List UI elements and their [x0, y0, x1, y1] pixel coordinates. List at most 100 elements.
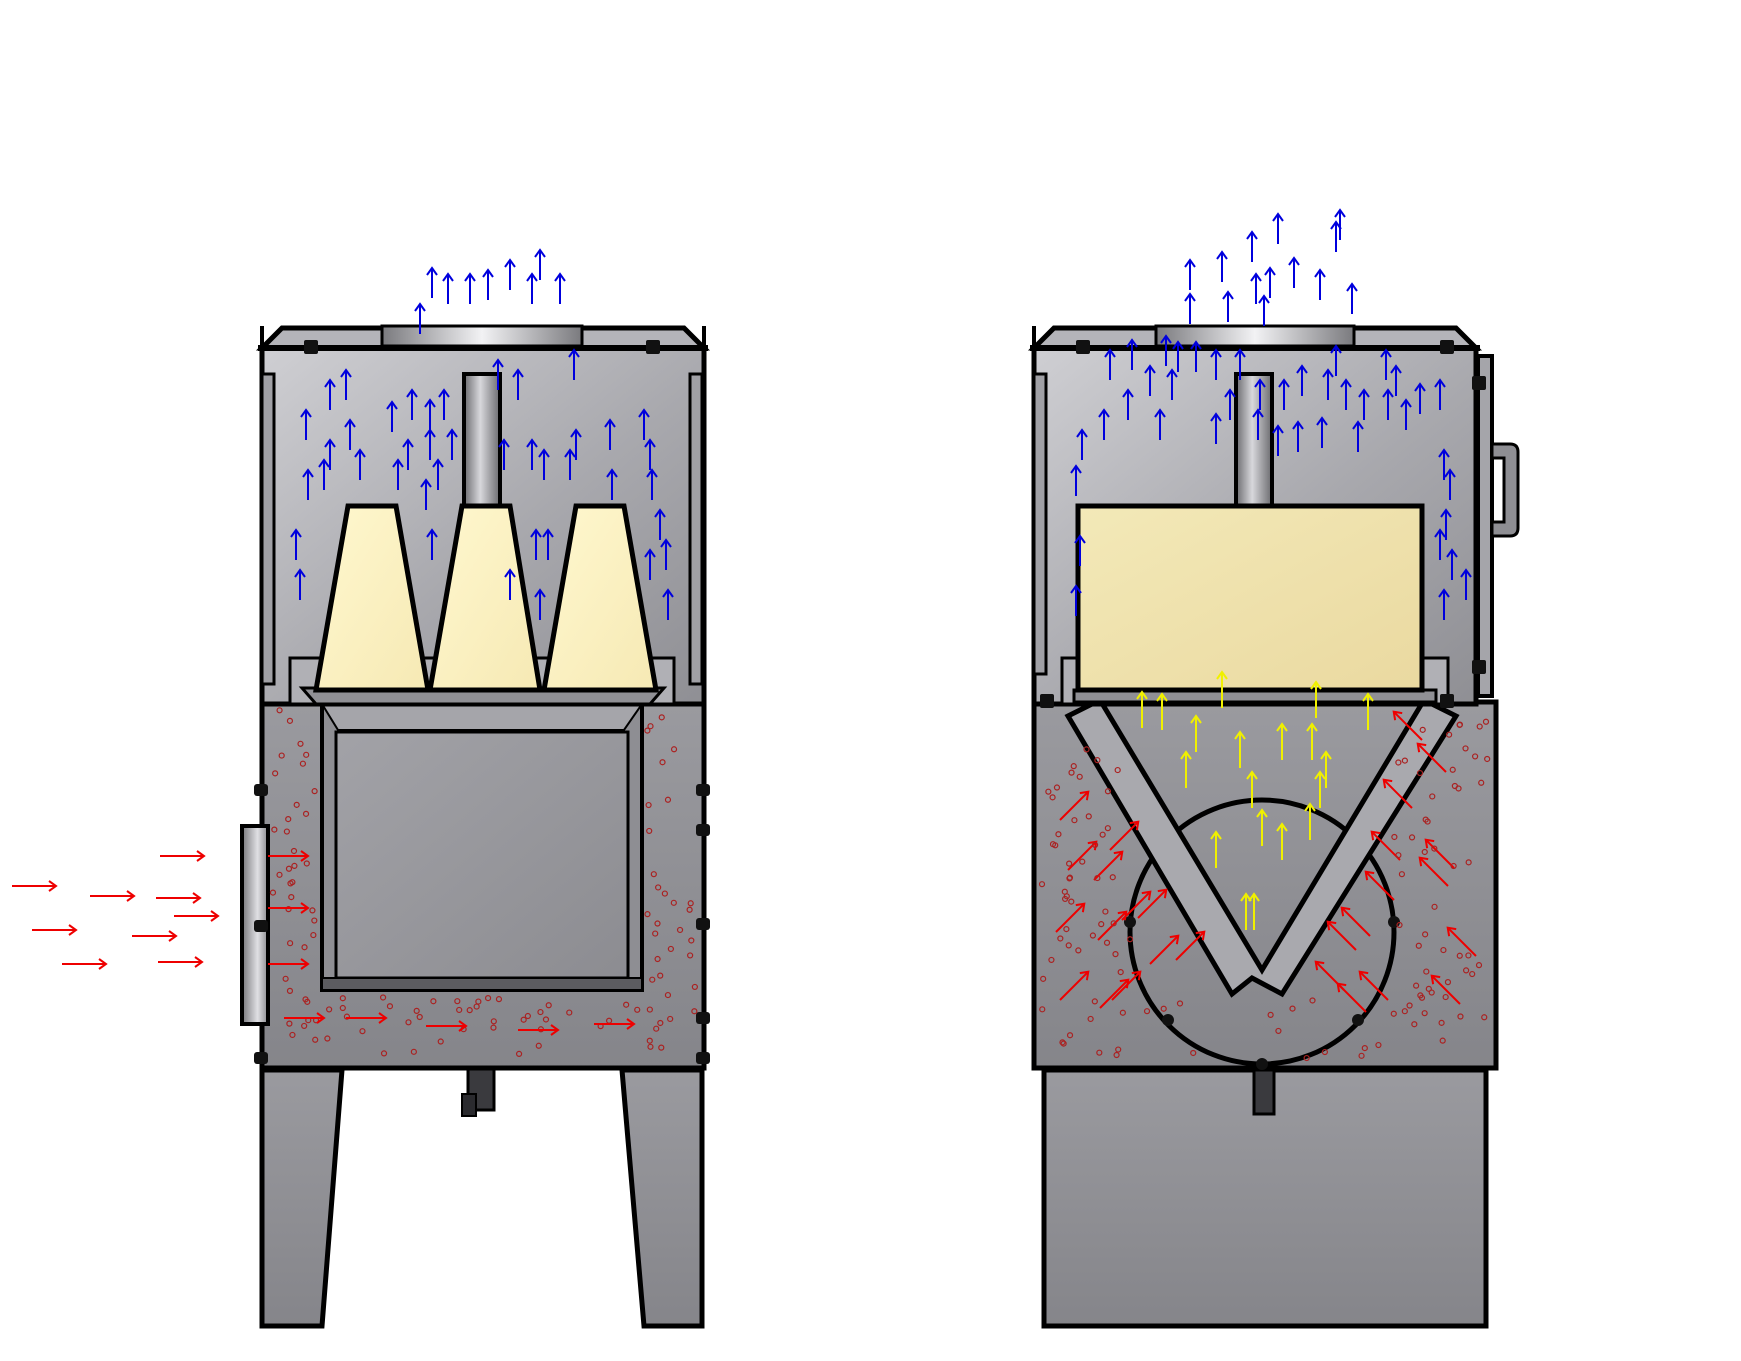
clean-air-arrow-icon [432, 458, 444, 490]
dust-particle-icon [301, 1022, 308, 1030]
left-leg [259, 1067, 345, 1329]
dust-particle-icon [343, 1013, 351, 1020]
clean-air-arrow-icon [402, 438, 414, 470]
dust-particle-icon [287, 880, 294, 887]
dirty-air-arrow-icon [426, 1020, 468, 1032]
dust-particle-icon [1066, 860, 1073, 867]
dust-particle-icon [1456, 952, 1463, 959]
dust-particle-icon [1071, 817, 1078, 824]
dust-particle-icon [1472, 753, 1479, 760]
dust-particle-icon [1275, 1027, 1282, 1035]
dirty-air-arrow-icon [174, 910, 220, 922]
dust-particle-icon [311, 917, 318, 924]
dust-particle-icon [647, 1043, 654, 1050]
clean-air-arrow-icon [1438, 588, 1450, 620]
dust-particle-icon [1176, 1000, 1184, 1007]
clean-air-arrow-icon [1440, 508, 1452, 540]
clean-air-arrow-icon [1390, 364, 1402, 396]
filtered-air-arrow-icon [1136, 690, 1148, 728]
dust-particle-icon [566, 1009, 573, 1016]
clean-air-arrow-icon [534, 588, 546, 620]
dust-particle-icon [659, 759, 666, 766]
dust-particle-icon [1482, 718, 1490, 725]
left-airflow-arrows [268, 248, 698, 1057]
dust-particle-icon [535, 1042, 542, 1049]
dust-particle-icon [1469, 970, 1476, 978]
clean-air-arrow-icon [1288, 256, 1300, 288]
dirty-air-arrow-icon [12, 880, 58, 892]
clean-air-arrow-icon [438, 388, 450, 420]
clean-air-arrow-icon [1272, 424, 1284, 456]
clean-air-arrow-icon [1322, 368, 1334, 400]
dust-particle-icon [520, 1016, 527, 1023]
dust-particle-icon [1439, 1037, 1446, 1044]
dust-particle-icon [272, 770, 279, 777]
dirty-air-arrow-icon [268, 850, 310, 862]
dust-particle-icon [1457, 1013, 1464, 1020]
dirty-air-arrow-icon [1137, 888, 1168, 919]
filtered-air-arrow-icon [1190, 714, 1202, 752]
dust-particle-icon [278, 752, 285, 759]
dust-particle-icon [1087, 1015, 1094, 1023]
door-handle [1490, 442, 1520, 538]
filtered-air-arrow-icon [1314, 770, 1326, 808]
dust-particle-icon [285, 816, 292, 823]
dust-particle-icon [1114, 766, 1121, 774]
dust-particle-icon [646, 1037, 653, 1044]
filtered-air-arrow-icon [1248, 892, 1260, 930]
clean-air-arrow-icon [538, 448, 550, 480]
dust-particle-icon [688, 937, 695, 944]
dust-particle-icon [647, 723, 654, 730]
drain-valve [1252, 1068, 1276, 1116]
dust-particle-icon [1446, 731, 1453, 738]
dust-particle-icon [667, 1015, 674, 1023]
clean-air-arrow-icon [1358, 388, 1370, 420]
dust-particle-icon [645, 801, 652, 809]
clean-air-arrow-icon [1434, 378, 1446, 410]
clean-air-arrow-icon [1460, 568, 1472, 600]
dust-particle-icon [649, 976, 656, 983]
dust-particle-icon [1406, 1002, 1413, 1009]
clean-air-arrow-icon [302, 468, 314, 500]
dust-particle-icon [1049, 794, 1056, 801]
clean-air-arrow-icon [354, 448, 366, 480]
clean-air-arrow-icon [414, 302, 426, 334]
upper-left-rail [260, 372, 276, 686]
dust-particle-icon [515, 1050, 523, 1057]
clean-air-arrow-icon [1154, 408, 1166, 440]
dust-particle-icon [1085, 813, 1092, 820]
clean-air-arrow-icon [1166, 368, 1178, 400]
dirty-air-arrow-icon [594, 1018, 636, 1030]
dust-particle-icon [1094, 757, 1101, 764]
right-leg [619, 1067, 705, 1329]
clean-air-arrow-icon [526, 272, 538, 304]
clean-air-arrow-icon [1346, 282, 1358, 314]
clean-air-arrow-icon [568, 348, 580, 380]
dust-particle-icon [286, 987, 294, 994]
dust-particle-icon [1484, 755, 1491, 763]
clean-air-arrow-icon [492, 358, 504, 390]
dust-particle-icon [283, 828, 290, 835]
dust-particle-icon [1059, 1039, 1066, 1046]
dust-particle-icon [1361, 1045, 1368, 1052]
dust-particle-icon [413, 1007, 420, 1014]
dust-particle-icon [286, 1020, 293, 1027]
dust-particle-icon [1478, 779, 1485, 786]
dust-particle-icon [1450, 862, 1457, 870]
clean-air-arrow-icon [1070, 464, 1082, 496]
dust-particle-icon [302, 810, 310, 817]
dust-particle-icon [1415, 942, 1422, 949]
filtered-air-arrow-icon [1306, 722, 1318, 760]
clean-air-arrow-icon [504, 568, 516, 600]
clean-air-arrow-icon [406, 388, 418, 420]
dust-particle-icon [1267, 1011, 1274, 1018]
clean-air-arrow-icon [464, 272, 476, 304]
filtered-air-arrow-icon [1276, 722, 1288, 760]
dirty-air-arrow-icon [90, 890, 136, 902]
clean-air-arrow-icon [1222, 290, 1234, 322]
dust-particle-icon [1091, 841, 1099, 849]
clean-air-arrow-icon [564, 448, 576, 480]
dirty-air-arrow-icon [284, 1012, 326, 1024]
dust-particle-icon [1160, 1005, 1167, 1012]
dirty-air-arrow-icon [1059, 970, 1090, 1001]
